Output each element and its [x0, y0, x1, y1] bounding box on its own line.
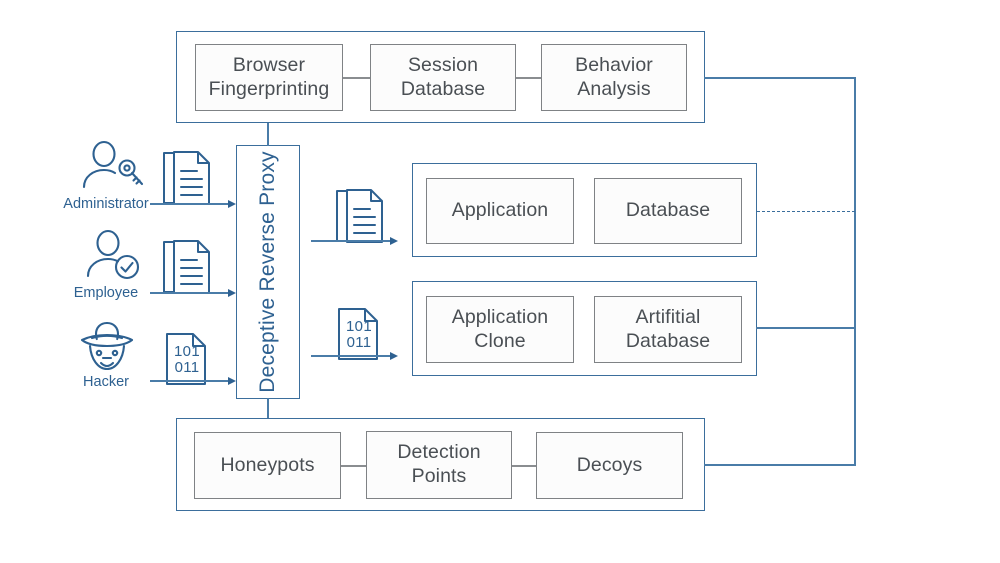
box-label-line1: Decoys — [576, 453, 643, 476]
document-employee — [160, 238, 212, 296]
actor-employee[interactable] — [82, 229, 144, 282]
connector-proxy-to-bottom-panel — [267, 398, 269, 419]
flow-line-employee — [150, 292, 230, 294]
box-label-line1: Browser — [232, 53, 306, 76]
document-legit-traffic — [333, 187, 385, 245]
bus-branch-real-dashed — [757, 211, 855, 212]
flow-line-legit-traffic — [311, 240, 392, 242]
box-label-line2: Database — [400, 77, 486, 100]
flow-line-hacker — [150, 380, 230, 382]
box-label-line1: Artifitial — [635, 305, 701, 328]
document-hacker — [164, 331, 210, 387]
bus-branch-top — [704, 77, 856, 79]
box-label-line2: Database — [625, 329, 711, 352]
box-label-line1: Detection — [397, 441, 481, 464]
box-label-line1: Database — [625, 199, 711, 222]
flow-arrow-administrator — [228, 199, 236, 208]
box-label-line1: Application — [451, 199, 549, 222]
bus-vertical — [854, 77, 856, 465]
connector-proxy-to-top-panel — [267, 123, 269, 146]
document-malicious-traffic — [336, 306, 382, 362]
flow-arrow-legit-traffic — [390, 236, 398, 245]
document-administrator — [160, 149, 212, 207]
document-lines-stacked-icon — [163, 240, 210, 294]
flow-arrow-malicious-traffic — [390, 351, 398, 360]
box-session-database[interactable]: Session Database — [370, 44, 516, 111]
document-binary-icon — [338, 308, 378, 360]
box-application-clone[interactable]: Application Clone — [426, 296, 574, 363]
box-label-line2: Points — [411, 465, 467, 487]
binary-line-1: 101 — [346, 318, 372, 335]
box-detection-points[interactable]: Detection Points — [366, 431, 512, 499]
binary-line-2: 011 — [174, 359, 200, 377]
document-lines-stacked-icon — [336, 189, 383, 243]
actor-administrator[interactable] — [78, 140, 148, 193]
box-label-line1: Session — [407, 53, 479, 76]
box-label-line1: Application — [451, 305, 549, 328]
document-binary-icon — [166, 333, 206, 385]
actor-label-employee: Employee — [73, 285, 139, 301]
deceptive-reverse-proxy[interactable]: Deceptive Reverse Proxy — [236, 145, 300, 399]
person-key-icon — [82, 140, 144, 189]
person-check-icon — [86, 229, 140, 280]
connector-session-to-behavior — [516, 77, 541, 79]
box-decoys[interactable]: Decoys — [536, 432, 683, 499]
flow-line-malicious-traffic — [311, 355, 392, 357]
flow-arrow-hacker — [228, 376, 236, 385]
bus-branch-bottom — [704, 464, 856, 466]
connector-honeypots-to-detection — [341, 465, 366, 467]
box-database[interactable]: Database — [594, 178, 742, 244]
box-behavior-analysis[interactable]: Behavior Analysis — [541, 44, 687, 111]
document-malicious-traffic-text: 101 011 — [338, 318, 380, 352]
flow-arrow-employee — [228, 288, 236, 297]
document-lines-stacked-icon — [163, 151, 210, 205]
binary-line-1: 101 — [174, 343, 200, 360]
box-label-line2: Analysis — [577, 77, 651, 100]
document-hacker-text: 101 011 — [166, 343, 208, 377]
box-honeypots[interactable]: Honeypots — [194, 432, 341, 499]
connector-fingerprinting-to-session — [343, 77, 370, 79]
box-label-line2: Clone — [474, 329, 526, 352]
proxy-label: Deceptive Reverse Proxy — [256, 151, 279, 393]
box-label-line2: Fingerprinting — [208, 77, 330, 100]
box-label-line1: Behavior — [575, 53, 653, 76]
actor-label-hacker: Hacker — [83, 374, 129, 390]
flow-line-administrator — [150, 203, 230, 205]
box-browser-fingerprinting[interactable]: Browser Fingerprinting — [195, 44, 343, 111]
actor-hacker[interactable] — [78, 320, 136, 374]
box-artifitial-database[interactable]: Artifitial Database — [594, 296, 742, 363]
hacker-hat-face-icon — [80, 321, 134, 371]
actor-label-administrator: Administrator — [63, 196, 149, 212]
binary-line-2: 011 — [346, 334, 372, 352]
box-label-line1: Honeypots — [220, 453, 315, 476]
connector-detection-to-decoys — [512, 465, 536, 467]
box-application[interactable]: Application — [426, 178, 574, 244]
bus-branch-deception — [756, 327, 855, 329]
